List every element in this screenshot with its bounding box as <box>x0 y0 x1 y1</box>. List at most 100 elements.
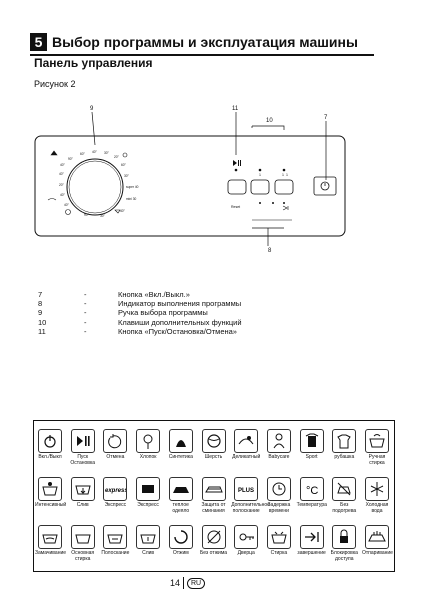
symbol-label: Отмена <box>106 454 125 460</box>
symbol-cell: Полоскание <box>100 525 130 557</box>
express-icon: express <box>103 477 128 501</box>
symbol-label: Температура <box>296 502 327 508</box>
symbol-cell: Ручная стирка <box>362 429 392 466</box>
symbol-label: завершение <box>297 550 326 556</box>
legend-row: 10-Клавиши дополнительных функций <box>38 317 242 327</box>
symbol-cell: Блокировка доступа <box>329 525 359 562</box>
language-badge: RU <box>187 578 206 589</box>
drain2-icon <box>136 525 161 549</box>
symbol-cell: Пуск Остановка <box>68 429 98 466</box>
dial-label-13: 90° <box>84 213 90 217</box>
symbol-cell: Отмена <box>100 429 130 461</box>
no-heat-icon <box>332 477 357 501</box>
symbol-cell: рубашка <box>329 429 359 461</box>
handwash-icon <box>365 429 389 453</box>
symbol-cell: Слив <box>133 525 163 557</box>
dial-label-8: 40° <box>59 172 65 176</box>
symbol-label: теплое одеяло <box>172 502 190 514</box>
dial-side-mini: mini 30 <box>126 197 137 201</box>
figure-label: Рисунок 2 <box>34 79 76 89</box>
symbol-label: Пуск Остановка <box>70 454 96 466</box>
reset-label: Reset <box>231 205 240 209</box>
symbol-cell: °C Температура <box>297 477 327 509</box>
dial-label-6: 40° <box>60 163 66 167</box>
symbol-cell: Синтетика <box>166 429 196 461</box>
symbol-cell: PLUS Дополнительное полоскание <box>231 477 270 514</box>
dial-label-7: 60° <box>121 163 127 167</box>
symbol-cell: Sport <box>297 429 327 461</box>
svg-text:°C: °C <box>306 485 318 497</box>
symbol-label: Деликатный <box>232 454 261 460</box>
dial-label-4: 30° <box>104 151 110 155</box>
symbol-label: Интенсивный <box>35 502 67 508</box>
anticrease-icon <box>201 477 226 501</box>
extra-rinse-icon: PLUS <box>234 477 259 501</box>
symbol-label: Хлопок <box>139 454 157 460</box>
symbol-label: Защита от сминания <box>201 502 226 514</box>
legend-row: 9-Ручка выбора программы <box>38 308 208 318</box>
symbol-label: Синтетика <box>168 454 193 460</box>
easy-iron-icon <box>365 525 389 549</box>
shirt-icon <box>332 429 357 453</box>
dial-label-5: 20° <box>114 155 120 159</box>
symbol-label: Без отжима <box>199 550 228 556</box>
symbol-cell: Экспресс <box>133 477 163 509</box>
section-header: 5 Выбор программы и эксплуатация машины <box>30 33 374 56</box>
symbol-label: Основная стирка <box>71 550 95 562</box>
symbol-label: Babycare <box>268 454 290 460</box>
callout-7: 7 <box>324 115 328 121</box>
legend-row: 7-Кнопка «Вкл./Выкл.» <box>38 290 190 299</box>
symbol-label: Стирка <box>270 550 288 556</box>
symbol-label: Без подогрева <box>332 502 357 514</box>
symbol-cell: Слив <box>68 477 98 509</box>
no-spin-icon <box>201 525 226 549</box>
symbol-label: Замачивание <box>35 550 67 556</box>
temperature-icon: °C <box>299 477 324 501</box>
express2-icon <box>136 477 161 501</box>
wash-icon <box>266 525 291 549</box>
symbol-label: Экспресс <box>104 502 127 508</box>
symbol-cell: Без отжима <box>199 525 229 557</box>
symbol-cell: Деликатный <box>231 429 261 461</box>
button-number-1: 1 <box>259 173 261 177</box>
svg-text:PLUS: PLUS <box>238 488 254 494</box>
symbol-cell: Шерсть <box>199 429 229 461</box>
symbol-cell: Интенсивный <box>35 477 67 509</box>
dial-label-10: 20° <box>59 183 65 187</box>
control-panel-diagram: 9 11 10 7 8 90° 60° 40° 30° 20° 40° 60° … <box>34 106 346 254</box>
main-wash-icon <box>70 525 95 549</box>
dial-label-3: 40° <box>92 150 98 154</box>
button-number-2: 1 <box>282 173 284 177</box>
dial-label-1: 90° <box>68 157 74 161</box>
symbol-cell: Замачивание <box>35 525 67 557</box>
symbol-label: Слив <box>142 550 155 556</box>
cotton-icon <box>136 429 161 453</box>
symbol-label: Полоскание <box>101 550 130 556</box>
symbol-cell: Основная стирка <box>68 525 98 562</box>
sport-icon <box>299 429 324 453</box>
header-rule <box>30 54 374 56</box>
dial-label-15: 40° <box>120 209 126 213</box>
page-number: 14 <box>170 578 181 588</box>
symbol-cell: теплое одеяло <box>166 477 196 514</box>
symbol-label: Отжим <box>172 550 189 556</box>
symbol-cell: Отжим <box>166 525 196 557</box>
intensive-icon <box>38 477 62 501</box>
symbol-label: Холодная вода <box>365 502 389 514</box>
dial-label-2: 60° <box>80 152 86 156</box>
section-title: Выбор программы и эксплуатация машины <box>52 34 358 50</box>
button-number-3: 1 <box>286 173 288 177</box>
section-number: 5 <box>30 33 47 51</box>
symbol-label: Задержка времени <box>267 502 291 514</box>
legend-row: 11-Кнопка «Пуск/Остановка/Отмена» <box>38 326 237 336</box>
dial-side-super: super 40 <box>126 185 139 189</box>
wool-icon <box>201 429 226 453</box>
footer-divider <box>183 577 184 589</box>
dial-label-14: 30° <box>100 214 106 218</box>
symbol-label: рубашка <box>334 454 355 460</box>
subsection-title: Панель управления <box>34 56 153 70</box>
page-footer: 14 RU <box>0 577 422 592</box>
symbol-label: Дополнительное полоскание <box>231 502 270 514</box>
play-pause-icon <box>70 429 95 453</box>
